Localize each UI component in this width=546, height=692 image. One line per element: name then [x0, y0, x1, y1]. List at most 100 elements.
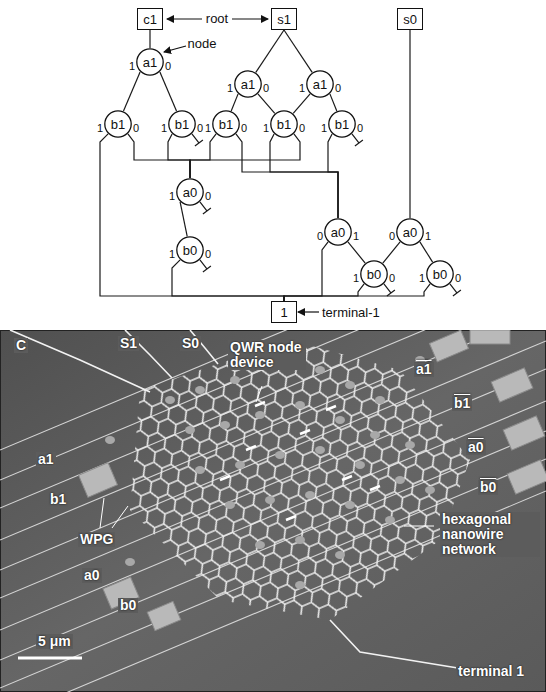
leader-arrows — [0, 0, 546, 330]
branch-value: 1 — [169, 248, 175, 260]
root-box: 1 — [271, 301, 297, 323]
gate-wires — [0, 330, 546, 692]
bdd-edge — [256, 30, 284, 72]
zero-terminal-stub — [450, 284, 461, 296]
sem-label: a0 — [466, 440, 486, 455]
node-label: s1 — [277, 13, 291, 26]
sem-label: a1 — [36, 452, 56, 467]
bdd-edge — [284, 284, 364, 301]
branch-value: 1 — [353, 230, 359, 242]
bdd-edge — [284, 242, 328, 301]
node-label: a1 — [143, 56, 157, 69]
sem-label: b1 — [452, 396, 472, 411]
bdd-node: a1 — [136, 48, 164, 76]
bdd-node: a0 — [176, 178, 204, 206]
node-label: a0 — [183, 186, 197, 199]
node-circle — [177, 237, 203, 263]
branch-value: 0 — [335, 82, 341, 94]
node-label: b1 — [277, 118, 291, 131]
node-label: s0 — [403, 13, 417, 26]
branch-value: 0 — [317, 230, 323, 242]
sem-micrograph — [0, 330, 546, 692]
node-label: b0 — [367, 268, 381, 281]
sem-label: a1 — [414, 362, 434, 377]
node-circle — [235, 71, 261, 97]
sem-label: C — [14, 338, 28, 353]
node-label: c1 — [143, 13, 157, 26]
node-label: a0 — [331, 226, 345, 239]
node-label: 1 — [280, 306, 287, 319]
node-label: b0 — [183, 244, 197, 257]
bdd-edge — [284, 284, 430, 301]
qwr-devices — [220, 402, 380, 520]
branch-value: 0 — [455, 272, 461, 284]
branch-value: 1 — [205, 122, 211, 134]
node-label: a0 — [403, 226, 417, 239]
root-box: s0 — [397, 8, 423, 30]
bdd-edge — [236, 134, 338, 218]
node-circle — [213, 111, 239, 137]
node-label: b1 — [219, 118, 233, 131]
bdd-edge — [231, 94, 238, 111]
contact-pads — [79, 330, 546, 631]
sem-label: S1 — [118, 336, 139, 351]
bdd-node: a1 — [306, 70, 334, 98]
branch-value: 0 — [241, 122, 247, 134]
sem-label: WPG — [78, 532, 115, 547]
bdd-edge — [330, 94, 337, 111]
node-circle — [397, 219, 423, 245]
bdd-edge — [180, 202, 187, 236]
sem-label: b0 — [478, 480, 498, 495]
branch-value: 0 — [197, 122, 203, 134]
sem-label: b1 — [48, 492, 68, 507]
bdd-edge — [168, 134, 190, 178]
sem-label: S0 — [180, 336, 201, 351]
sem-label: hexagonal nanowire network — [440, 512, 540, 557]
branch-value: 1 — [263, 122, 269, 134]
bdd-edge — [128, 134, 190, 178]
zero-terminal-stub — [384, 284, 395, 296]
bdd-edge — [420, 242, 433, 262]
branch-value: 0 — [165, 60, 171, 72]
branch-value: 0 — [389, 272, 395, 284]
branch-value: 0 — [205, 190, 211, 202]
bdd-node: b1 — [212, 110, 240, 138]
sem-label: 5 μm — [36, 634, 73, 649]
branch-value: 1 — [321, 122, 327, 134]
branch-value: 1 — [299, 82, 305, 94]
branch-value: 0 — [357, 122, 363, 134]
pointer-label: node — [188, 36, 217, 51]
node-label: a1 — [241, 78, 255, 91]
root-box: c1 — [137, 8, 163, 30]
branch-value: 0 — [263, 82, 269, 94]
sem-label: b0 — [118, 598, 138, 613]
bdd-edge — [190, 134, 300, 178]
signal-wires — [10, 330, 470, 670]
leader-lines — [100, 386, 434, 528]
bdd-node: b0 — [360, 260, 388, 288]
bdd-node: b0 — [176, 236, 204, 264]
bdd-node: b1 — [104, 110, 132, 138]
node-label: a1 — [313, 78, 327, 91]
node-circle — [325, 219, 351, 245]
bdd-edge — [172, 260, 284, 301]
node-label: b1 — [111, 118, 125, 131]
branch-value: 0 — [133, 122, 139, 134]
node-circle — [329, 111, 355, 137]
branch-value: 0 — [205, 248, 211, 260]
bdd-edge — [258, 94, 275, 114]
zero-terminal-stub — [200, 260, 211, 272]
sem-ground — [0, 330, 546, 692]
branch-value: 0 — [389, 230, 395, 242]
branch-value: 1 — [353, 272, 359, 284]
zero-terminal-stub — [200, 202, 211, 214]
node-label: b0 — [433, 268, 447, 281]
pointer-label: root — [206, 11, 228, 26]
zero-terminal-stub — [352, 134, 363, 146]
node-circle — [105, 111, 131, 137]
bdd-node: b1 — [168, 110, 196, 138]
zero-terminal-stub — [192, 134, 203, 146]
bdd-node: b1 — [270, 110, 298, 138]
hexagonal-network — [130, 340, 470, 620]
